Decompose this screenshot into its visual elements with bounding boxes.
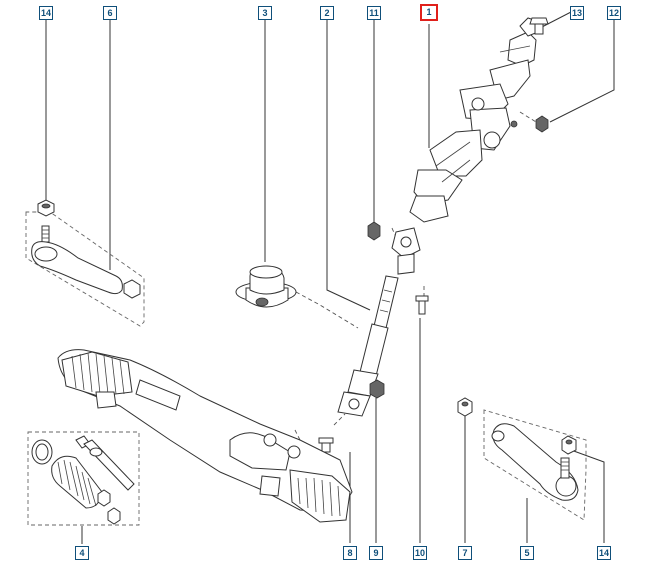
- callout-13[interactable]: 13: [570, 6, 584, 20]
- tie-rod-end-right-box: [483, 409, 587, 521]
- callout-14-bottom[interactable]: 14: [597, 546, 611, 560]
- steering-column: [409, 17, 541, 223]
- callout-3[interactable]: 3: [258, 6, 272, 20]
- nut-right: [561, 435, 577, 455]
- boot-kit: [31, 435, 135, 525]
- tie-rod-end-right: [491, 423, 579, 501]
- callout-11[interactable]: 11: [367, 6, 381, 20]
- universal-joint-top: [391, 227, 421, 275]
- nut-column: [367, 221, 381, 241]
- callout-1-selected[interactable]: 1: [420, 4, 438, 21]
- callout-4[interactable]: 4: [75, 546, 89, 560]
- steering-mount: [235, 265, 297, 308]
- callout-6[interactable]: 6: [103, 6, 117, 20]
- callout-14-top[interactable]: 14: [39, 6, 53, 20]
- callout-2[interactable]: 2: [320, 6, 334, 20]
- callout-8[interactable]: 8: [343, 546, 357, 560]
- callout-5[interactable]: 5: [520, 546, 534, 560]
- nut-top-right: [535, 115, 549, 133]
- bolt-joint-top: [415, 295, 429, 315]
- nut-right-loose: [457, 397, 473, 417]
- nut-shaft: [369, 379, 385, 399]
- steering-rack: [57, 349, 353, 523]
- leader-lines: [45, 11, 615, 544]
- nut-left: [37, 199, 55, 217]
- assembly-lines: [294, 111, 537, 441]
- callout-9[interactable]: 9: [369, 546, 383, 560]
- bolt-top: [529, 17, 549, 35]
- callout-10[interactable]: 10: [413, 546, 427, 560]
- callout-12[interactable]: 12: [607, 6, 621, 20]
- callout-7[interactable]: 7: [458, 546, 472, 560]
- intermediate-shaft: [337, 275, 399, 417]
- bolt-rack: [318, 437, 334, 453]
- tie-rod-end-left: [31, 225, 141, 299]
- boot-kit-box: [27, 431, 140, 526]
